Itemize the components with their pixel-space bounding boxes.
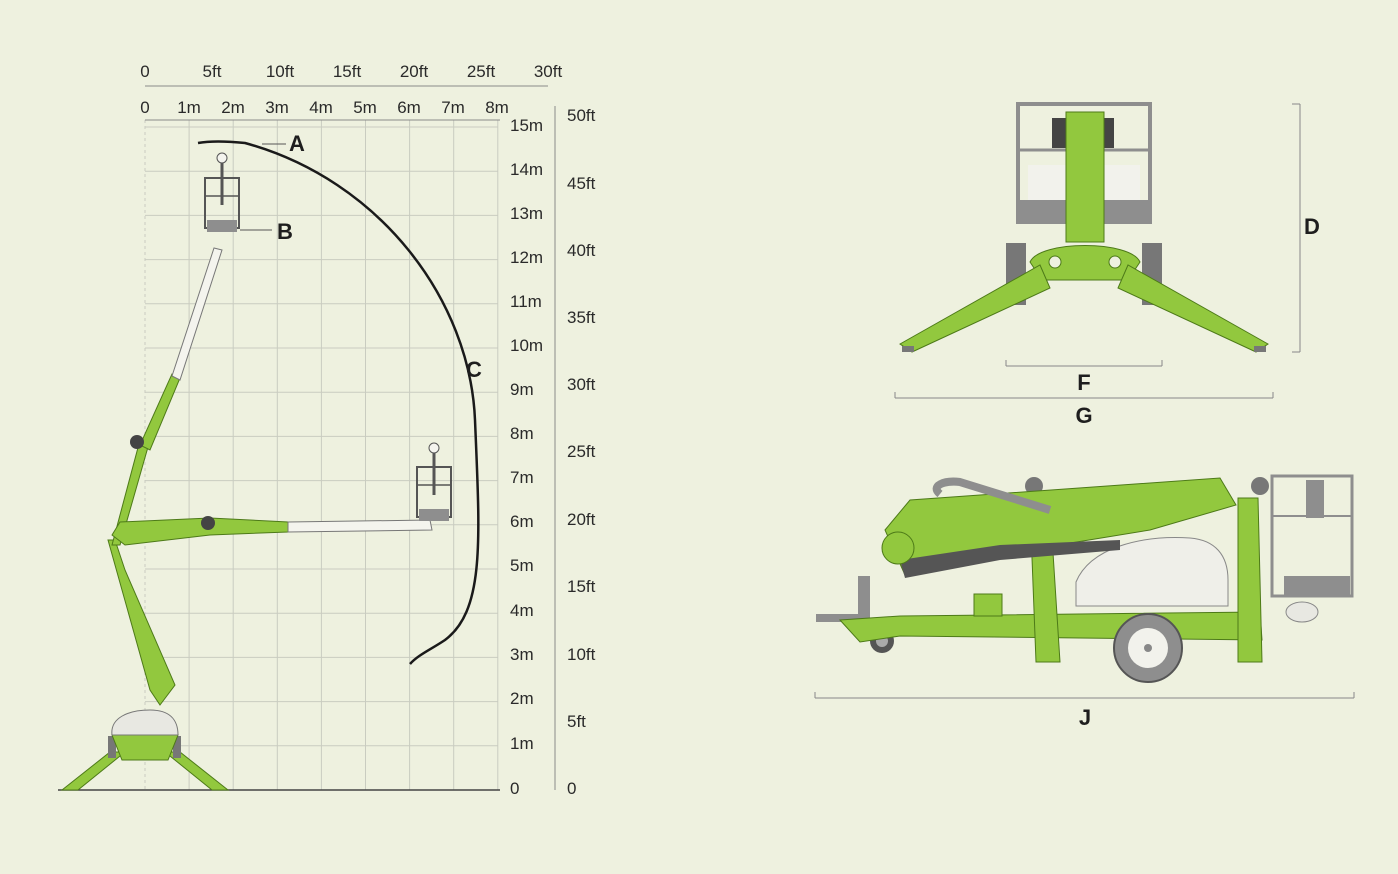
tick-label: 15ft (567, 577, 596, 596)
right-ft-axis: 50ft 45ft 40ft 35ft 30ft 25ft 20ft 15ft … (567, 106, 596, 798)
envelope-grid (144, 120, 499, 791)
tick-label: 1m (177, 98, 201, 117)
tick-label: 25ft (467, 62, 496, 81)
tick-label: 45ft (567, 174, 596, 193)
label-d: D (1304, 214, 1320, 239)
tick-label: 4m (510, 601, 534, 620)
boom-raised (107, 152, 240, 706)
label-j: J (1079, 705, 1091, 730)
tick-label: 35ft (567, 308, 596, 327)
tick-label: 5m (353, 98, 377, 117)
label-a: A (289, 131, 305, 156)
tick-label: 7m (510, 468, 534, 487)
tick-label: 2m (510, 689, 534, 708)
tick-label: 1m (510, 734, 534, 753)
front-view-machine (899, 102, 1269, 353)
top-m-axis: 0 1m 2m 3m 4m 5m 6m 7m 8m (140, 98, 509, 117)
tick-label: 0 (510, 779, 519, 798)
tick-label: 8m (510, 424, 534, 443)
tick-label: 30ft (534, 62, 563, 81)
tick-label: 6m (510, 512, 534, 531)
tick-label: 15ft (333, 62, 362, 81)
boom-horizontal (111, 442, 452, 546)
tick-label: 9m (510, 380, 534, 399)
tick-label: 2m (221, 98, 245, 117)
right-m-axis: 15m 14m 13m 12m 11m 10m 9m 8m 7m 6m 5m 4… (510, 116, 543, 798)
tick-label: 20ft (400, 62, 429, 81)
tick-label: 6m (397, 98, 421, 117)
tick-label: 5ft (567, 712, 586, 731)
tick-label: 20ft (567, 510, 596, 529)
tick-label: 0 (567, 779, 576, 798)
tick-label: 10ft (266, 62, 295, 81)
tick-label: 7m (441, 98, 465, 117)
tick-label: 11m (510, 292, 542, 311)
tick-label: 10m (510, 336, 543, 355)
tick-label: 0 (140, 98, 149, 117)
tick-label: 5m (510, 556, 534, 575)
tick-label: 13m (510, 204, 543, 223)
label-c: C (466, 357, 482, 382)
tick-label: 5ft (203, 62, 222, 81)
left-machine-base (60, 709, 230, 791)
tick-label: 14m (510, 160, 543, 179)
tick-label: 10ft (567, 645, 596, 664)
tick-label: 25ft (567, 442, 596, 461)
label-b: B (277, 219, 293, 244)
tick-label: 4m (309, 98, 333, 117)
tick-label: 15m (510, 116, 543, 135)
tick-label: 3m (265, 98, 289, 117)
tick-label: 40ft (567, 241, 596, 260)
label-g: G (1075, 403, 1092, 428)
tick-label: 8m (485, 98, 509, 117)
tick-label: 0 (140, 62, 149, 81)
tick-label: 3m (510, 645, 534, 664)
tick-label: 12m (510, 248, 543, 267)
top-ft-axis: 0 5ft 10ft 15ft 20ft 25ft 30ft (140, 62, 562, 81)
side-view-machine (816, 474, 1354, 683)
tick-label: 30ft (567, 375, 596, 394)
label-f: F (1077, 370, 1090, 395)
tick-label: 50ft (567, 106, 596, 125)
outreach-envelope-curve (197, 140, 480, 665)
